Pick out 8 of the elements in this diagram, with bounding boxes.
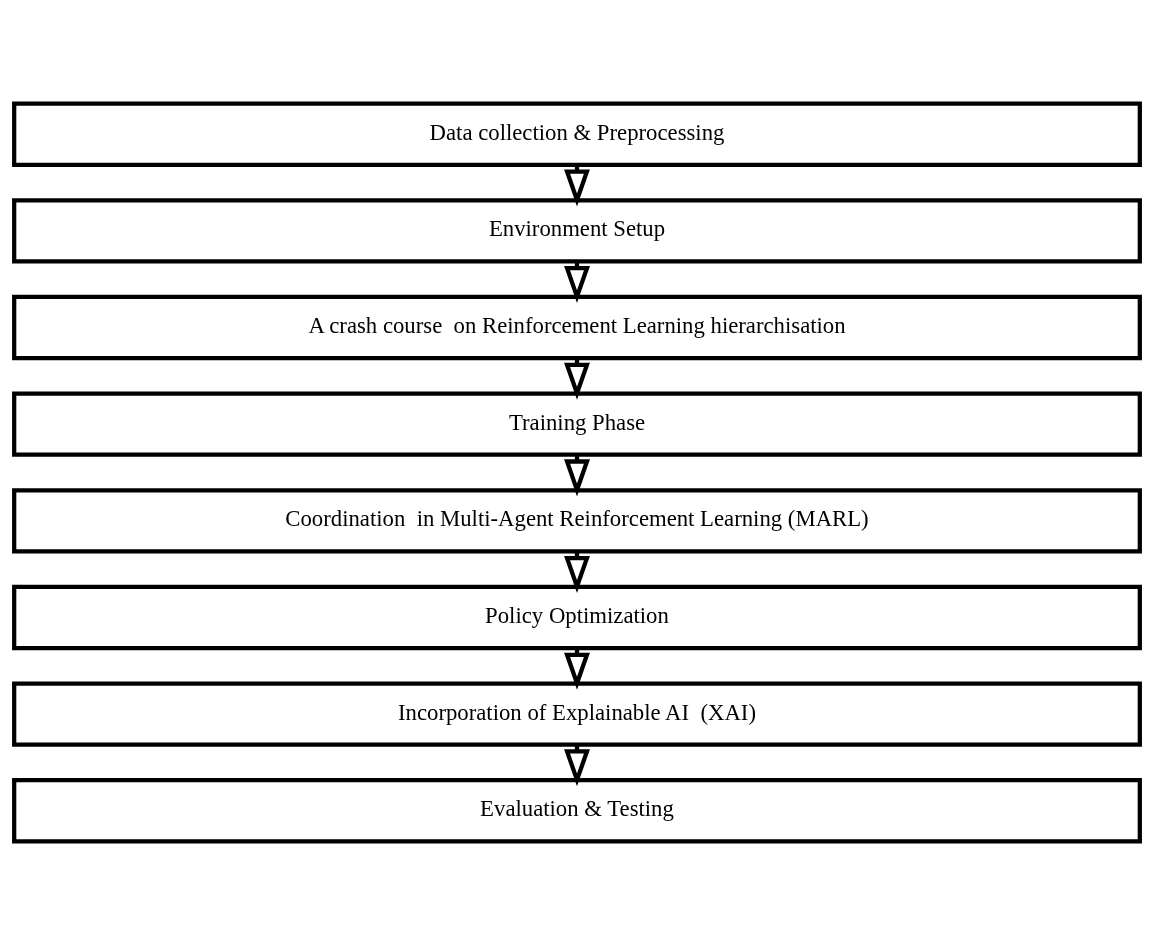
node-box: Incorporation of Explainable AI (XAI) [12, 681, 1142, 747]
node-box: Evaluation & Testing [12, 778, 1142, 844]
node-box: Environment Setup [12, 198, 1142, 264]
node-box: Coordination in Multi-Agent Reinforcement Learning (MARL) [12, 488, 1142, 554]
node-box: Policy Optimization [12, 584, 1142, 651]
node-box: A crash course on Reinforcement Learning hierarchisation [12, 294, 1142, 361]
node-box: Data collection & Preprocessing [12, 101, 1142, 167]
node-box: Training Phase [12, 391, 1142, 457]
